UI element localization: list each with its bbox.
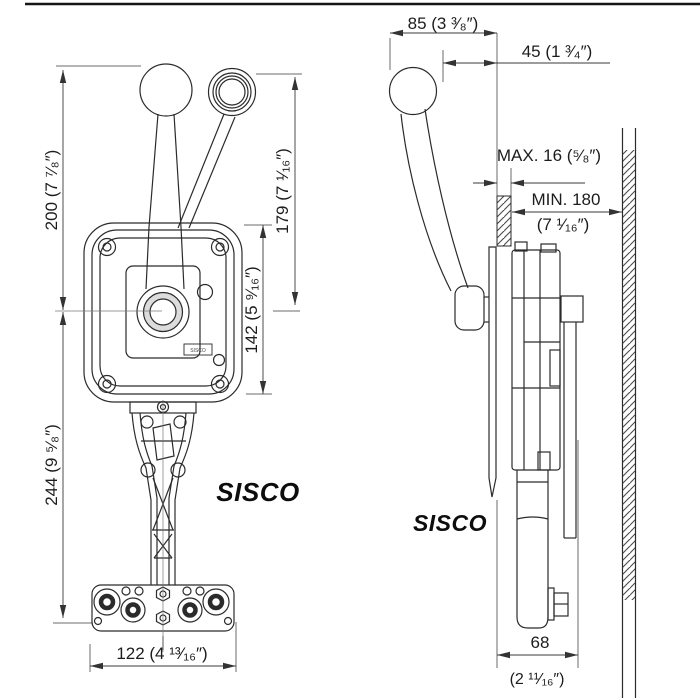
side-body-housing: [511, 241, 561, 471]
side-front-flange: [488, 246, 497, 498]
side-knob-ball: [388, 66, 438, 116]
brand-logo-front: SISCO: [216, 477, 299, 507]
dim-pedestal-height: 244 (9 ⁵⁄₈″): [42, 424, 61, 506]
dim-body-depth-in: (2 ¹¹⁄₁₆″): [510, 671, 565, 688]
dim-rear-clearance-min-mm: MIN. 180: [532, 190, 601, 209]
front-label-plate: [183, 343, 213, 356]
side-lower-arm: [516, 451, 551, 629]
panel-cross-section-hatched: [496, 195, 512, 247]
side-lever-shaft: [400, 108, 469, 292]
front-knob-ball: [139, 63, 193, 117]
front-small-hole: [212, 353, 226, 367]
side-view-drawing: [388, 66, 584, 629]
front-lever-shaft: [145, 113, 236, 290]
wall-section: [621, 128, 637, 698]
dim-overall-height: 200 (7 ⁷⁄₈″): [42, 150, 61, 231]
dim-rear-clearance-min-in: (7 ¹⁄₁₆″): [537, 215, 590, 234]
dim-panel-thickness-max: MAX. 16 (⁵⁄₈″): [497, 146, 601, 165]
front-view-drawing: [83, 63, 257, 632]
label-plate-text: SISCO: [190, 348, 206, 354]
front-control-head: [83, 222, 243, 403]
dimension-lines: [53, 32, 622, 672]
dim-base-width: 122 (4 ¹³⁄₁₆″): [116, 644, 207, 663]
dim-knob-offset: 85 (3 ³⁄₈″): [408, 14, 479, 33]
dim-lever-above-head: 179 (7 ¹⁄₁₆″): [273, 148, 292, 234]
dim-lever-travel: 45 (1 ³⁄₄″): [522, 42, 593, 61]
front-button: [196, 283, 214, 301]
dim-head-height: 142 (5 ⁹⁄₁₆″): [242, 266, 261, 353]
front-pedestal: [129, 400, 197, 585]
dimension-arrowheads: [59, 29, 622, 670]
side-rear-bolt: [547, 587, 569, 621]
brand-logo-side: SISCO: [413, 510, 487, 536]
front-lever-hub: [136, 285, 190, 339]
front-corner-screws: [97, 237, 230, 394]
side-lever-hub: [454, 285, 489, 331]
side-rear-bracket: [560, 295, 584, 539]
dim-body-depth-mm: 68: [531, 633, 550, 652]
centerlines: [55, 310, 164, 652]
front-knob-ring: [207, 67, 257, 117]
